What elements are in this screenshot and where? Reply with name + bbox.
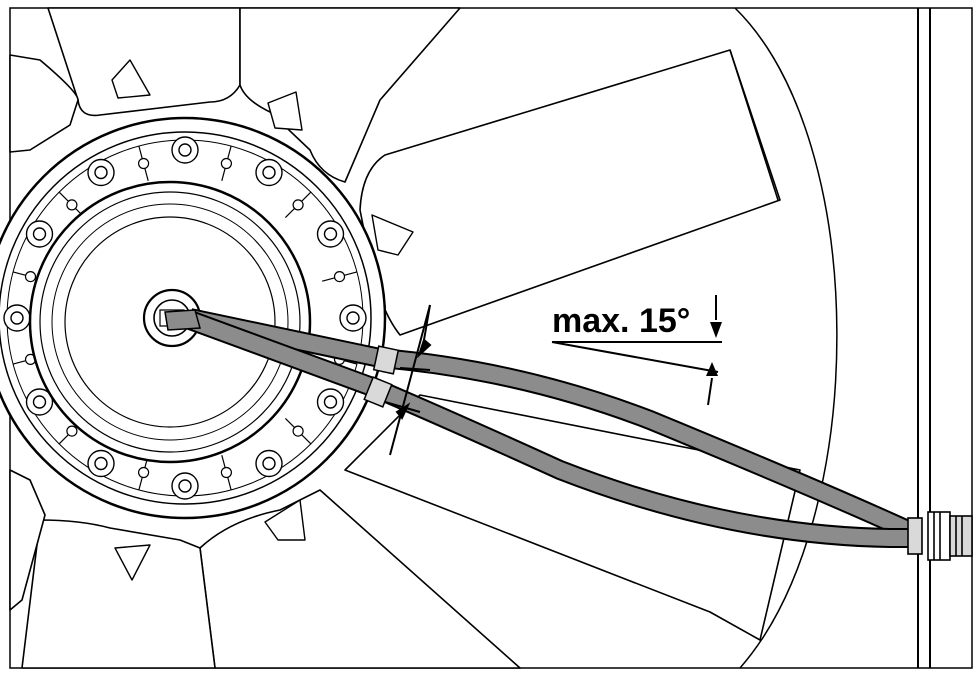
hub-bolt-head bbox=[32, 227, 47, 241]
hub-rib-knob bbox=[220, 466, 232, 479]
hub-bolt-head bbox=[346, 311, 360, 325]
hub-bolt-head bbox=[178, 479, 192, 493]
hub-rib-knob bbox=[24, 271, 37, 283]
hub-rib-knob bbox=[333, 271, 346, 283]
hub-rib-knob bbox=[292, 425, 304, 437]
hub-rib-knob bbox=[220, 157, 232, 170]
gland-upper bbox=[372, 345, 400, 375]
rotation-arrow-3 bbox=[371, 214, 414, 256]
cables bbox=[164, 308, 917, 549]
fan-blades bbox=[9, 7, 801, 669]
hub-rib-knob bbox=[66, 425, 78, 437]
hub-bolt-head bbox=[178, 143, 192, 157]
blade-left-lower bbox=[9, 469, 46, 611]
rotation-arrow-2 bbox=[267, 91, 303, 131]
angle-arrow-top bbox=[710, 322, 722, 338]
rotation-arrow-5 bbox=[264, 499, 306, 541]
gland-lower bbox=[363, 376, 393, 408]
wall-cable-gland bbox=[907, 511, 973, 561]
blade-left bbox=[9, 54, 79, 153]
hub-bolt-head bbox=[323, 227, 338, 241]
hub-bolt-head bbox=[94, 456, 108, 471]
hub-bolts bbox=[3, 136, 367, 500]
angle-arrow-bottom bbox=[706, 362, 718, 376]
dim-arrow-top bbox=[416, 338, 432, 359]
angle-label: max. 15° bbox=[552, 302, 690, 340]
hub-dimension-lines bbox=[384, 304, 432, 456]
rotation-arrow-1 bbox=[111, 59, 151, 99]
hub-bolt-head bbox=[10, 311, 24, 325]
angle-limit-line bbox=[551, 341, 719, 373]
blade-top bbox=[239, 7, 461, 183]
blade-bottom-left bbox=[21, 519, 216, 669]
hub-bolt-head bbox=[323, 395, 338, 409]
hub-rib-knob bbox=[292, 199, 304, 211]
rotation-arrows bbox=[111, 59, 414, 581]
dim-arrow-bottom bbox=[395, 402, 411, 420]
motor-housing-ring bbox=[39, 191, 301, 453]
hub-rim-inner bbox=[0, 131, 372, 505]
angle-annotation: max. 15° bbox=[551, 295, 722, 406]
hub-rib-knob bbox=[66, 199, 78, 211]
blade-upper-left bbox=[47, 7, 241, 117]
motor-housing-ring-2 bbox=[51, 203, 289, 441]
hub-bolt-head bbox=[262, 456, 276, 471]
hub-bolt-head bbox=[262, 165, 276, 180]
cable-glands-hub bbox=[363, 345, 400, 408]
hub-rib-knob bbox=[138, 157, 150, 170]
motor-face bbox=[64, 216, 276, 428]
hub-bolt-head bbox=[32, 395, 47, 409]
cable-tip bbox=[164, 309, 201, 331]
hub-rib-knob bbox=[138, 466, 150, 479]
hub-bolt-head bbox=[94, 165, 108, 180]
fan-ring bbox=[734, 7, 838, 669]
rotation-arrow-4 bbox=[114, 544, 151, 581]
